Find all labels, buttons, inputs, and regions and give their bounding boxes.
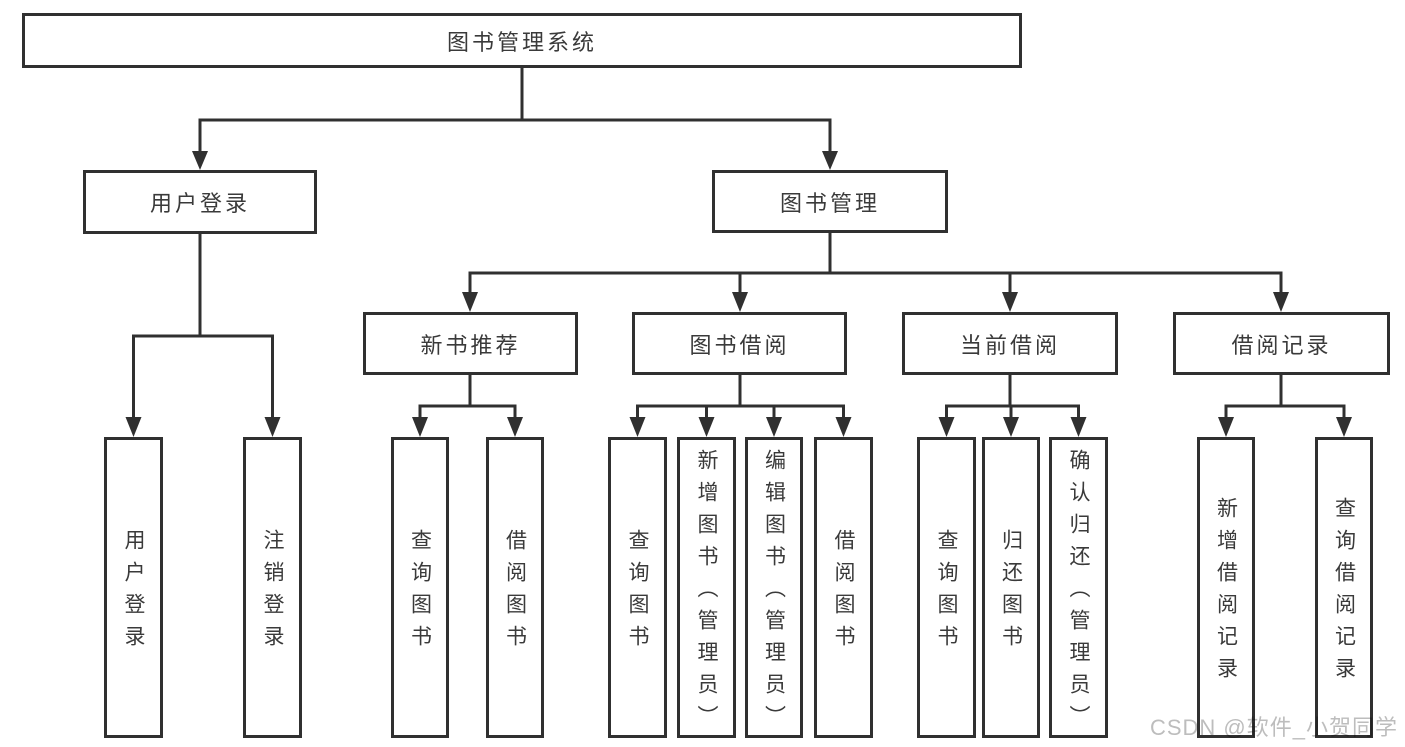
leaf-current-query-book: 查询图书 [917, 437, 976, 738]
leaf-edit-book-admin: 编辑图书（管理员） [745, 437, 803, 738]
node-root-label: 图书管理系统 [446, 29, 597, 55]
node-current-borrow-label: 当前借阅 [959, 332, 1060, 358]
leaf-user-login: 用户登录 [104, 437, 163, 738]
leaf-add-book-admin-label: 新增图书（管理员） [695, 449, 718, 737]
leaf-edit-book-admin-label: 编辑图书（管理员） [762, 449, 786, 737]
leaf-user-login-label: 用户登录 [122, 529, 145, 657]
node-current-borrow: 当前借阅 [902, 312, 1118, 375]
leaf-return-book: 归还图书 [982, 437, 1040, 738]
leaf-query-borrow-record: 查询借阅记录 [1315, 437, 1373, 738]
leaf-recommend-borrow-book-label: 借阅图书 [503, 529, 527, 657]
node-new-book-recommend: 新书推荐 [363, 312, 578, 375]
leaf-borrow-book: 借阅图书 [814, 437, 873, 738]
leaf-logout-label: 注销登录 [261, 529, 284, 657]
node-root-system: 图书管理系统 [22, 13, 1022, 68]
leaf-recommend-query-book-label: 查询图书 [408, 529, 432, 657]
leaf-add-borrow-record-label: 新增借阅记录 [1214, 497, 1238, 689]
watermark: CSDN @软件_小贺同学 [1149, 715, 1398, 740]
node-new-book-recommend-label: 新书推荐 [420, 332, 521, 358]
leaf-add-borrow-record: 新增借阅记录 [1197, 437, 1255, 738]
node-user-login-group-label: 用户登录 [149, 191, 250, 216]
leaf-logout: 注销登录 [243, 437, 302, 738]
leaf-confirm-return-admin: 确认归还（管理员） [1049, 437, 1108, 738]
leaf-confirm-return-admin-label: 确认归还（管理员） [1067, 449, 1090, 737]
leaf-recommend-query-book: 查询图书 [391, 437, 449, 738]
leaf-recommend-borrow-book: 借阅图书 [486, 437, 544, 738]
leaf-borrow-book-label: 借阅图书 [832, 529, 855, 657]
node-book-borrow: 图书借阅 [632, 312, 847, 375]
leaf-return-book-label: 归还图书 [999, 529, 1023, 657]
node-borrow-record: 借阅记录 [1173, 312, 1390, 375]
node-book-borrow-label: 图书借阅 [689, 332, 790, 358]
leaf-query-borrow-record-label: 查询借阅记录 [1332, 497, 1356, 689]
leaf-borrow-query-book-label: 查询图书 [626, 529, 649, 657]
leaf-current-query-book-label: 查询图书 [935, 529, 958, 657]
node-user-login-group: 用户登录 [83, 170, 317, 234]
leaf-add-book-admin: 新增图书（管理员） [677, 437, 736, 738]
node-book-management-label: 图书管理 [779, 190, 880, 216]
leaf-borrow-query-book: 查询图书 [608, 437, 667, 738]
node-book-management: 图书管理 [712, 170, 948, 233]
node-borrow-record-label: 借阅记录 [1231, 332, 1332, 358]
